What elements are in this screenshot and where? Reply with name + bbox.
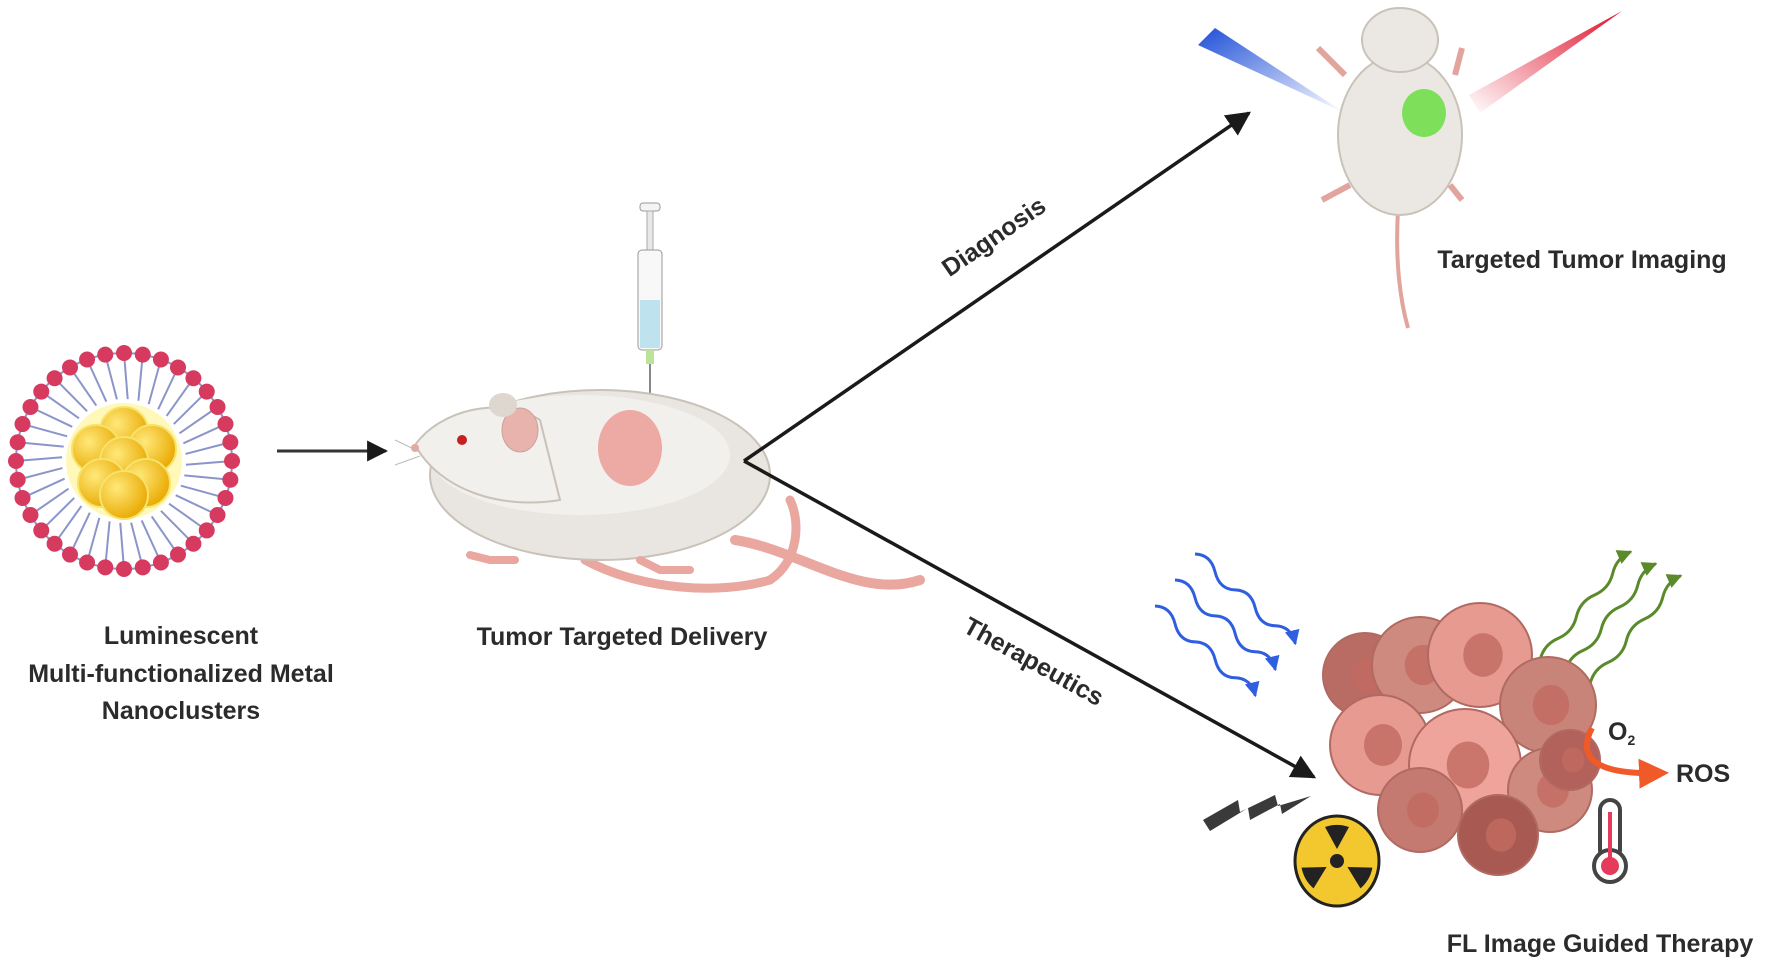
- lipid-head: [9, 471, 26, 488]
- lipid-head: [9, 434, 26, 451]
- lipid-head: [170, 546, 186, 563]
- gold-atom: [99, 470, 149, 520]
- lipid-head: [170, 359, 186, 376]
- lipid-head: [14, 489, 31, 506]
- lipid-head: [46, 370, 63, 387]
- lipid-head: [217, 416, 234, 433]
- nanocluster-illustration: [8, 345, 240, 577]
- emission-beam: [1469, 11, 1622, 113]
- lipid-head: [97, 346, 114, 363]
- diagnosis-arrow: [743, 111, 1252, 463]
- lipid-head: [222, 471, 239, 488]
- lipid-head: [62, 359, 78, 376]
- lipid-head: [97, 559, 114, 576]
- lipid-head: [116, 561, 132, 577]
- lipid-head: [8, 453, 24, 469]
- lipid-head: [217, 489, 234, 506]
- lipid-head: [185, 535, 202, 552]
- delivery-label: Tumor Targeted Delivery: [477, 623, 768, 651]
- lipid-head: [152, 351, 169, 368]
- excitation-beam: [1198, 28, 1345, 113]
- lipid-head: [134, 559, 151, 576]
- syringe-icon: [637, 202, 663, 407]
- o2-label: O2: [1608, 718, 1635, 748]
- lipid-head: [222, 434, 239, 451]
- diagnosis-label: Diagnosis: [937, 192, 1051, 283]
- thermometer-icon: [1592, 798, 1628, 884]
- emission-waves-icon: [1538, 550, 1683, 685]
- lipid-head: [62, 546, 78, 563]
- therapeutics-arrow: [743, 459, 1317, 779]
- nanocluster-label-line1: Luminescent: [104, 622, 259, 650]
- therapy-label: FL Image Guided Therapy: [1447, 930, 1754, 958]
- lightning-icon: [1203, 795, 1311, 831]
- lipid-head: [33, 522, 50, 539]
- lipid-head: [116, 345, 132, 361]
- lipid-head: [79, 554, 96, 571]
- excitation-waves-icon: [1154, 552, 1300, 698]
- lipid-head: [14, 416, 31, 433]
- lipid-head: [224, 453, 240, 469]
- mouse-side-illustration: [394, 389, 925, 593]
- lipid-head: [152, 554, 169, 571]
- imaging-label: Targeted Tumor Imaging: [1437, 246, 1726, 274]
- lipid-head: [79, 351, 96, 368]
- lipid-head: [33, 383, 50, 400]
- lipid-head: [198, 522, 215, 539]
- lipid-head: [46, 535, 63, 552]
- lipid-head: [198, 383, 215, 400]
- lipid-head: [134, 346, 151, 363]
- therapeutics-label: Therapeutics: [959, 612, 1109, 712]
- lipid-head: [209, 399, 226, 415]
- lipid-head: [22, 507, 39, 523]
- nanocluster-label-line2: Multi-functionalized Metal: [28, 660, 334, 688]
- lipid-head: [185, 370, 202, 387]
- mouse-top-illustration: [1315, 7, 1465, 329]
- ros-label: ROS: [1676, 760, 1730, 788]
- radiation-icon: [1293, 814, 1381, 908]
- lipid-head: [22, 399, 39, 415]
- nanocluster-label-line3: Nanoclusters: [102, 697, 260, 725]
- lipid-head: [209, 507, 226, 523]
- ros-arrow: [1583, 726, 1669, 789]
